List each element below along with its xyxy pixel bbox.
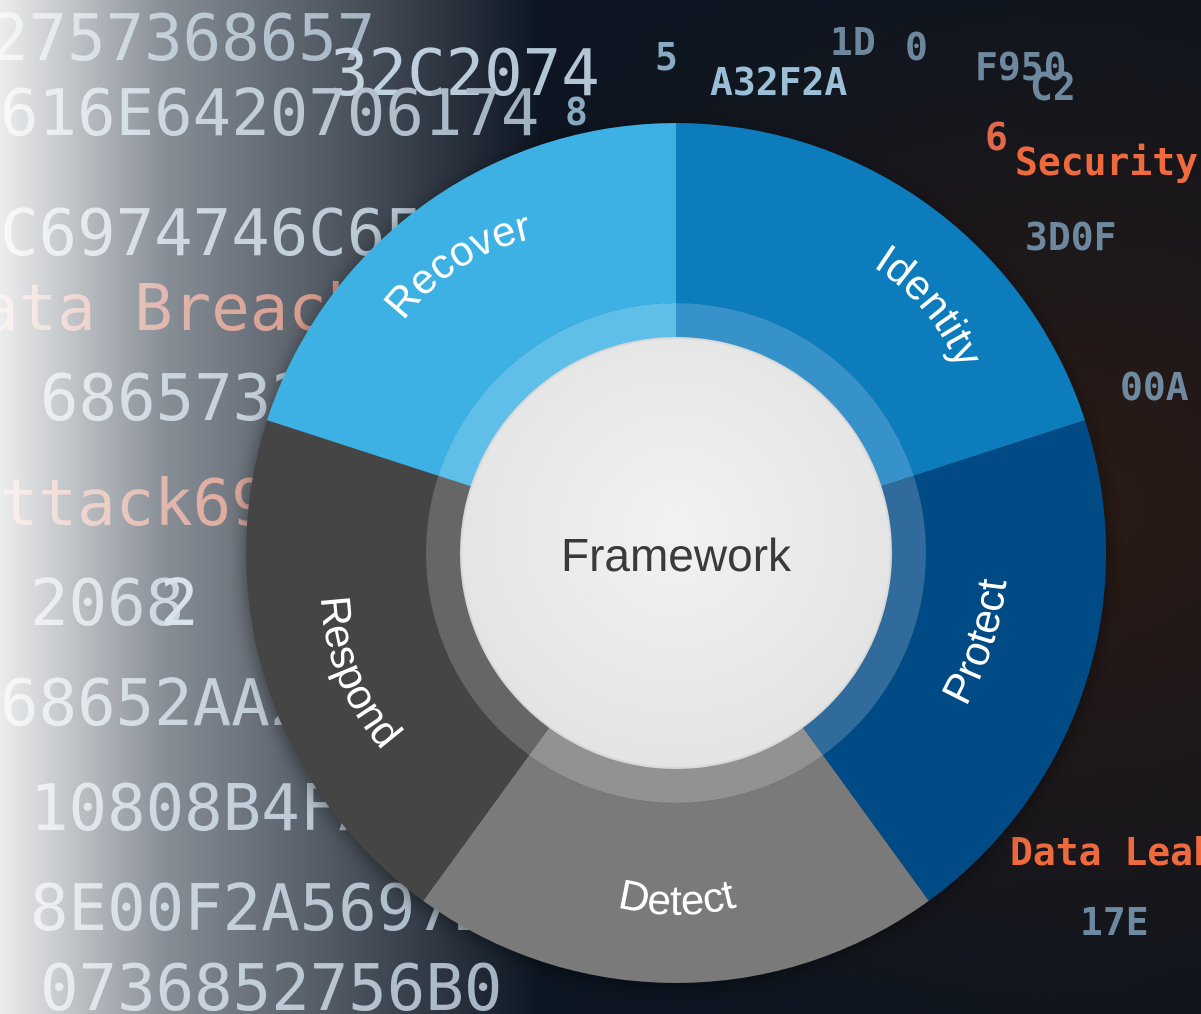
inner-ring-highlight-protect <box>802 475 926 756</box>
inner-ring-recover <box>438 303 676 487</box>
center-circle <box>460 337 892 769</box>
inner-ring-respond <box>425 475 550 756</box>
wheel-segment-recover <box>267 123 676 476</box>
wheel-segment-identity <box>676 123 1085 476</box>
inner-ring-protect <box>802 475 926 756</box>
inner-ring-highlight-identity <box>676 303 914 487</box>
wheel-segment-respond <box>245 420 530 901</box>
inner-ring-highlight-detect <box>529 726 823 804</box>
inner-ring-detect <box>529 726 823 804</box>
inner-ring-highlight-respond <box>425 475 550 756</box>
inner-ring-identity <box>676 303 914 487</box>
center-label: Framework <box>561 529 792 581</box>
wheel-segment-detect <box>423 755 929 984</box>
wheel-segment-protect <box>822 420 1107 901</box>
segment-label-detect: Detect <box>615 870 739 924</box>
inner-ring-highlight-recover <box>438 303 676 487</box>
